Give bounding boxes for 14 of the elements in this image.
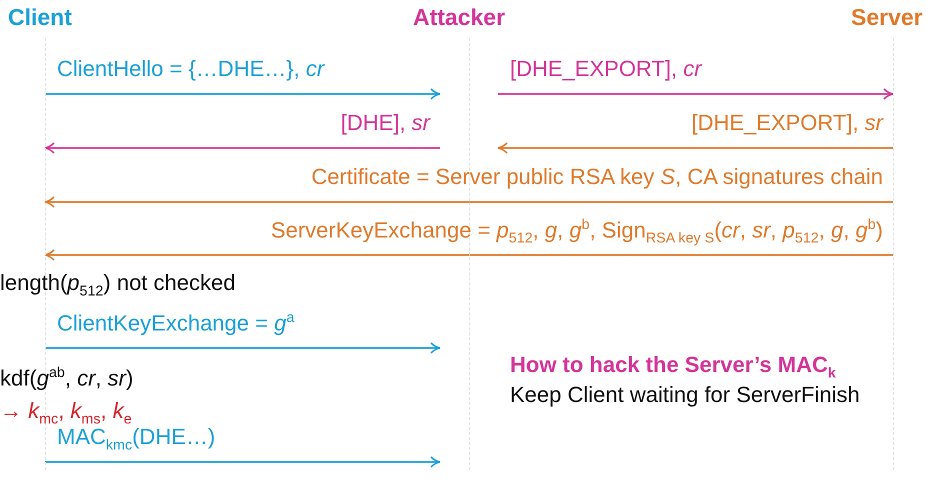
participant-name: Attacker xyxy=(413,4,506,31)
note-text: Keep Client waiting for ServerFinish xyxy=(510,382,860,408)
note-text: length(p$_{512}$) not checked xyxy=(0,270,236,300)
note-heading: How to hack the Server’s MAC$_{k}$ xyxy=(510,352,836,382)
edge-label: ClientHello = {…DHE…}, cr xyxy=(57,56,324,82)
note-text: kdf(g$^{ab}$, cr, sr) xyxy=(0,365,134,392)
edge-label: [DHE], sr xyxy=(340,110,430,136)
edge-label: [DHE_EXPORT], sr xyxy=(691,110,883,136)
edge-label: ClientKeyExchange = g$^{a}$ xyxy=(57,310,294,336)
edge-label: Certificate = Server public RSA key S, CA signatures chain xyxy=(311,164,883,190)
participant-name: Server xyxy=(851,4,923,31)
participant-name: Client xyxy=(8,4,72,31)
edge-label: ServerKeyExchange = p$_{512}$, g, g$^{b}$, Sign$_{RSA key S}$(cr, sr, p$_{512}$, g, g$^{b}$) xyxy=(270,217,883,247)
edge-label: [DHE_EXPORT], cr xyxy=(510,56,702,82)
